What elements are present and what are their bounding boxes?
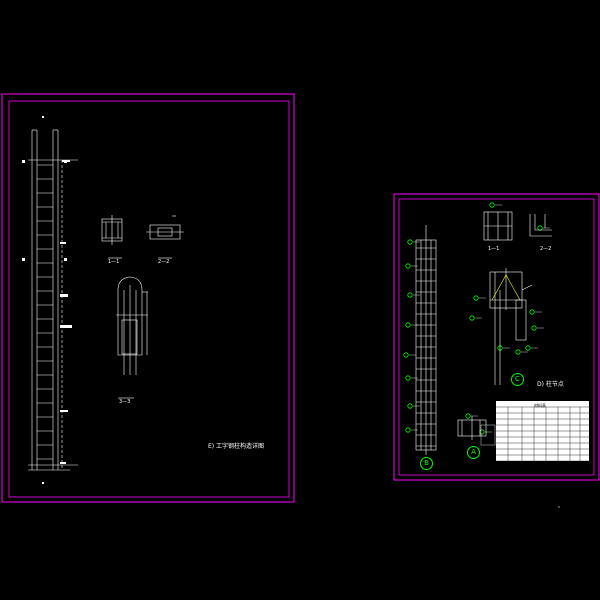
sheet-1-section-1-label: 1—1	[108, 259, 120, 265]
callout-bubble	[515, 349, 521, 355]
callout-bubble	[403, 352, 409, 358]
callout-bubble	[465, 413, 471, 419]
sheet-1-outer-frame	[1, 93, 295, 503]
callout-bubble	[473, 295, 479, 301]
sheet-1-section-3-label: 3—3	[119, 399, 131, 405]
section-3-3-detail	[116, 276, 148, 399]
callout-bubble	[405, 427, 411, 433]
callout-bubble	[525, 345, 531, 351]
section-2-2-detail	[146, 215, 184, 259]
sheet-2-column-rungs	[416, 247, 436, 447]
sheet-1	[1, 93, 295, 503]
sheet-1-main-title: E) 工字钢柱构造详图	[208, 443, 265, 450]
sheet-2	[393, 193, 600, 481]
detail-a	[457, 416, 487, 440]
sheet-2-main-title: D) 柱节点	[537, 381, 564, 388]
callout-bubble	[537, 225, 543, 231]
callout-bubble	[405, 375, 411, 381]
callout-bubble	[479, 429, 485, 435]
sheet-2-section-2-2	[529, 214, 552, 237]
callout-bubble	[407, 239, 413, 245]
column-annotations	[22, 116, 72, 484]
callout-bubble	[407, 403, 413, 409]
callout-b-marker: B	[420, 457, 433, 470]
sheet-2-inner-frame	[398, 198, 595, 476]
sheet-2-callout-markers	[403, 202, 550, 435]
callout-bubble	[529, 309, 535, 315]
sheet-2-section-2-label: 2—2	[540, 246, 552, 252]
material-table	[480, 401, 589, 462]
callout-bubble	[405, 322, 411, 328]
section-1-1-detail	[101, 215, 123, 259]
callout-bubble	[407, 292, 413, 298]
sheet-2-section-1-label: 1—1	[488, 246, 500, 252]
callout-bubble	[489, 202, 495, 208]
sheet-2-section-1-1	[483, 211, 513, 241]
column-rungs	[37, 164, 53, 460]
callout-bubble	[469, 315, 475, 321]
node-detail	[489, 268, 533, 385]
callout-a-marker: A	[467, 446, 480, 459]
sheet-1-inner-frame	[8, 100, 290, 498]
sheet-2-column	[415, 225, 437, 455]
column-elevation	[28, 129, 78, 471]
callout-bubble	[531, 325, 537, 331]
callout-bubble	[405, 263, 411, 269]
material-table-title: 材料表	[534, 403, 546, 408]
sheet-2-outer-frame	[393, 193, 600, 481]
sheet-1-section-2-label: 2—2	[158, 259, 170, 265]
callout-c-marker: C	[511, 373, 524, 386]
